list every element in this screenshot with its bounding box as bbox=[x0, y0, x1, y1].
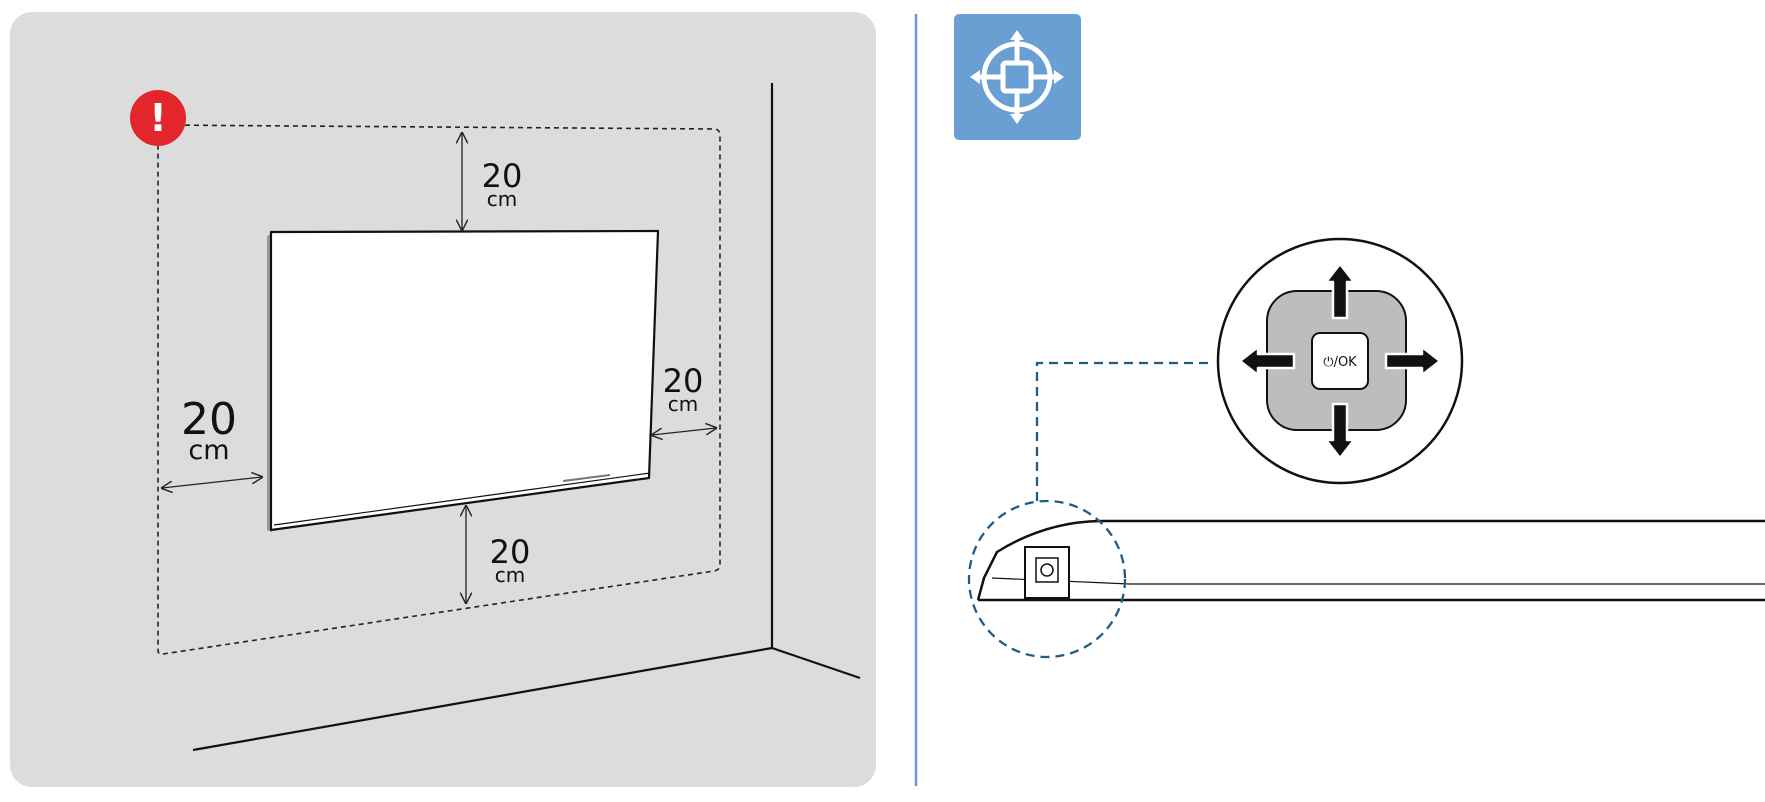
tv-control-button bbox=[1024, 546, 1070, 599]
left-gap-unit: cm bbox=[188, 435, 229, 466]
arrow-up bbox=[1324, 262, 1356, 320]
joystick-icon bbox=[954, 14, 1081, 140]
clearance-zone bbox=[157, 124, 721, 655]
measurement-bottom: 20 cm bbox=[490, 533, 531, 587]
top-gap-unit: cm bbox=[487, 187, 517, 211]
arrow-down bbox=[1324, 402, 1356, 460]
warning-icon: ! bbox=[130, 90, 186, 146]
warning-symbol: ! bbox=[149, 96, 166, 140]
joystick-zoom: ⏻/OK bbox=[1216, 237, 1464, 485]
left-gap-value: 20 bbox=[181, 394, 237, 445]
bottom-gap-value: 20 bbox=[490, 533, 531, 571]
arrow-left bbox=[1238, 345, 1296, 377]
tv-bottom-edge bbox=[976, 519, 1765, 602]
measurement-left: 20 cm bbox=[181, 394, 237, 466]
arrow-right bbox=[1384, 345, 1442, 377]
right-panel: ⏻/OK bbox=[954, 14, 1765, 659]
tv-illustration bbox=[267, 229, 660, 532]
right-gap-arrow bbox=[652, 428, 716, 435]
ok-button-label: ⏻/OK bbox=[1323, 355, 1357, 370]
dimension-arrows bbox=[162, 133, 716, 603]
bottom-gap-unit: cm bbox=[495, 563, 525, 587]
callout-connector bbox=[1035, 361, 1213, 501]
left-gap-arrow bbox=[162, 477, 262, 488]
measurement-top: 20 cm bbox=[482, 157, 523, 211]
top-gap-value: 20 bbox=[482, 157, 523, 195]
right-gap-unit: cm bbox=[668, 392, 698, 416]
callout-circle bbox=[967, 499, 1127, 659]
callout bbox=[967, 361, 1213, 659]
measurement-right: 20 cm bbox=[663, 362, 704, 416]
left-panel: 20 cm 20 cm 20 cm 20 cm ! bbox=[10, 12, 876, 787]
direction-arrows bbox=[1238, 262, 1442, 460]
right-gap-value: 20 bbox=[663, 362, 704, 400]
ok-button bbox=[1311, 332, 1369, 390]
room-corner bbox=[192, 83, 861, 752]
